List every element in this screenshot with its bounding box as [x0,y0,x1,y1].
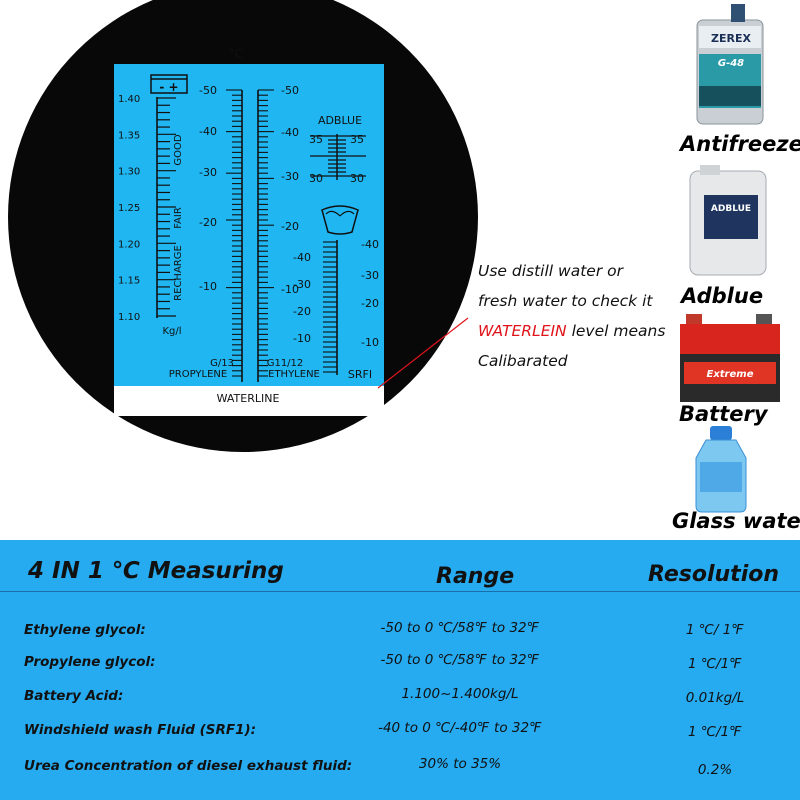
adblue-30-right: 30 [350,172,364,185]
propylene-tick-label: -20 [199,216,217,229]
table-title: 4 IN 1 ℃ Measuring [28,558,284,584]
srfi-left-label: -20 [293,305,311,318]
zone-fair: FAIR [173,207,184,229]
srfi-label: SRFI [348,368,372,381]
antifreeze-sub: G-48 [718,58,744,69]
coolant-ticks [226,89,274,377]
propylene-tick-label: -50 [199,84,217,97]
srfi-right-label: -20 [361,297,379,310]
windshield-icon [321,205,359,235]
battery-tick-label: 1.40 [118,94,140,105]
row-label-srf1: Windshield wash Fluid (SRF1): [24,722,257,738]
row-range-battery: 1.100~1.400kg/L [401,686,519,702]
srfi-labels: -40 -30 -20 -10 -40 -30 -20 -10 [293,238,379,349]
ethylene-tick-label: -10 [281,283,299,296]
battery-tick-label: 1.30 [118,167,140,178]
zone-good: GOOD [173,134,184,165]
zone-recharge: RECHARGE [173,245,184,301]
spec-table: 4 IN 1 ℃ Measuring Range Resolution Ethy… [0,540,800,800]
antifreeze-brand: ZEREX [711,32,751,45]
adblue-35-left: 35 [309,133,323,146]
battery-tick-label: 1.10 [118,312,140,323]
antifreeze-label: Antifreeze [680,132,800,156]
battery-labels: 1.40 1.35 1.30 1.25 1.20 1.15 1.10 [118,94,140,323]
battery-polarity: - + [159,80,178,94]
note-level: level means [566,322,666,340]
row-range-propylene: -50 to 0 ℃/58℉ to 32℉ [380,652,540,668]
ethylene-tick-label: -30 [281,170,299,183]
ethylene-tick-label: -50 [281,84,299,97]
battery-tick-label: 1.20 [118,239,140,250]
propylene-tick-label: -40 [199,125,217,138]
reticle-panel [114,64,384,386]
battery-product-icon: Extreme [680,314,780,402]
note-waterlein: WATERLEIN [478,322,567,340]
adblue-label: Adblue [681,284,764,308]
row-label-battery: Battery Acid: [24,688,124,704]
battery-tick-label: 1.35 [118,130,140,141]
srfi-ticks [323,241,337,373]
note-line-2: fresh water to check it [478,292,653,310]
adblue-brand: ADBLUE [711,204,751,214]
srfi-right-label: -30 [361,269,379,282]
row-label-ethylene: Ethylene glycol: [24,622,146,638]
ethylene-tick-label: -20 [281,220,299,233]
battery-unit: Kg/l [162,326,181,337]
header-divider [0,591,800,592]
srfi-right-label: -10 [361,336,379,349]
srfi-left-label: -40 [293,251,311,264]
g1112-label: G11/12 [267,358,304,369]
battery-ticks [157,97,176,317]
waterline-strip [114,386,384,416]
row-label-urea: Urea Concentration of diesel exhaust flu… [24,758,353,774]
range-header: Range [436,564,515,589]
waterline-pointer [377,317,469,389]
celsius-unit-label: °C [229,47,243,61]
waterline-label: WATERLINE [217,392,280,405]
note-line-4: Calibarated [478,352,568,370]
battery-icon [150,74,188,94]
note-line-1: Use distill water or [478,262,623,280]
ethylene-label: ETHYLENE [268,369,320,380]
glass-water-label: Glass water [672,509,800,533]
propylene-tick-label: -10 [199,280,217,293]
adblue-jug-icon: ADBLUE [689,165,767,276]
row-res-propylene: 1 ℃/1℉ [687,656,743,672]
row-res-ethylene: 1 ℃/ 1℉ [685,622,745,638]
calibration-note: Use distill water or fresh water to chec… [478,256,698,376]
propylene-tick-label: -30 [199,166,217,179]
battery-brand: Extreme [707,369,754,380]
srfi-left-label: -10 [293,332,311,345]
row-res-srf1: 1 ℃/1℉ [687,724,743,740]
refractometer-scale: °C - + 1.40 1.35 1.30 1.25 1.20 1.15 1.10 GOOD… [114,4,780,513]
srfi-right-label: -40 [361,238,379,251]
adblue-35-right: 35 [350,133,364,146]
glass-water-bottle-icon [695,426,747,513]
srfi-left-label: -30 [293,278,311,291]
adblue-ticks [310,134,366,180]
row-res-battery: 0.01kg/L [685,690,745,706]
battery-label: Battery [679,402,768,426]
propylene-label: PROPYLENE [169,369,227,380]
row-label-propylene: Propylene glycol: [24,654,156,670]
ethylene-tick-label: -40 [281,126,299,139]
coolant-labels: -50 -40 -30 -20 -10 -50 -40 -30 -20 -10 [199,84,299,296]
refractometer-view: °C - + 1.40 1.35 1.30 1.25 1.20 1.15 1.10 GOOD… [8,0,800,533]
row-range-ethylene: -50 to 0 ℃/58℉ to 32℉ [380,620,540,636]
row-range-urea: 30% to 35% [418,756,502,772]
row-range-srf1: -40 to 0 ℃/-40℉ to 32℉ [378,720,542,736]
note-line-3: WATERLEIN level means [478,316,698,346]
resolution-header: Resolution [648,562,780,587]
battery-tick-label: 1.15 [118,276,140,287]
adblue-30-left: 30 [309,172,323,185]
adblue-title: ADBLUE [318,114,362,127]
row-res-urea: 0.2% [697,762,733,778]
antifreeze-jug-icon: ZEREX G-48 [696,4,764,125]
g13-label: G/13 [210,358,234,369]
battery-tick-label: 1.25 [118,203,140,214]
